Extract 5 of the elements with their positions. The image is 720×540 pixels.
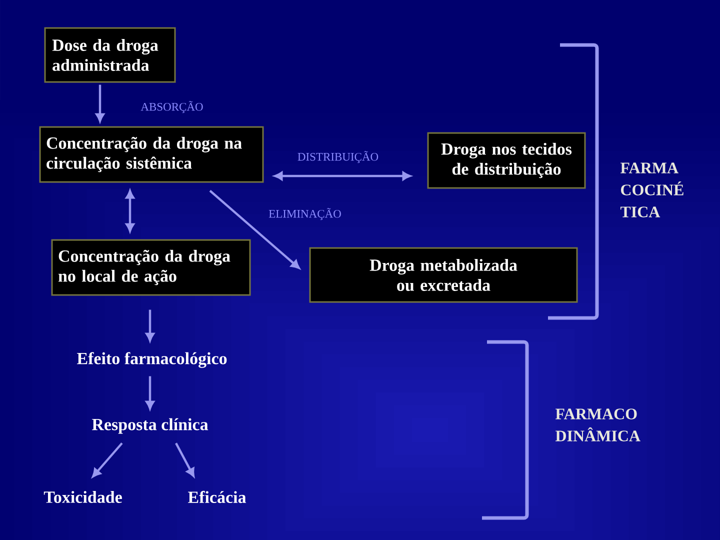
edge-label: DISTRIBUIÇÃO <box>298 150 378 164</box>
edge-label: ELIMINAÇÃO <box>268 208 341 220</box>
side-label: FARMACO DINÂMICA <box>555 408 640 442</box>
side-label: FARMA COCINÉ TICA <box>620 162 684 218</box>
edge-label: ABSORÇÃO <box>140 100 203 114</box>
